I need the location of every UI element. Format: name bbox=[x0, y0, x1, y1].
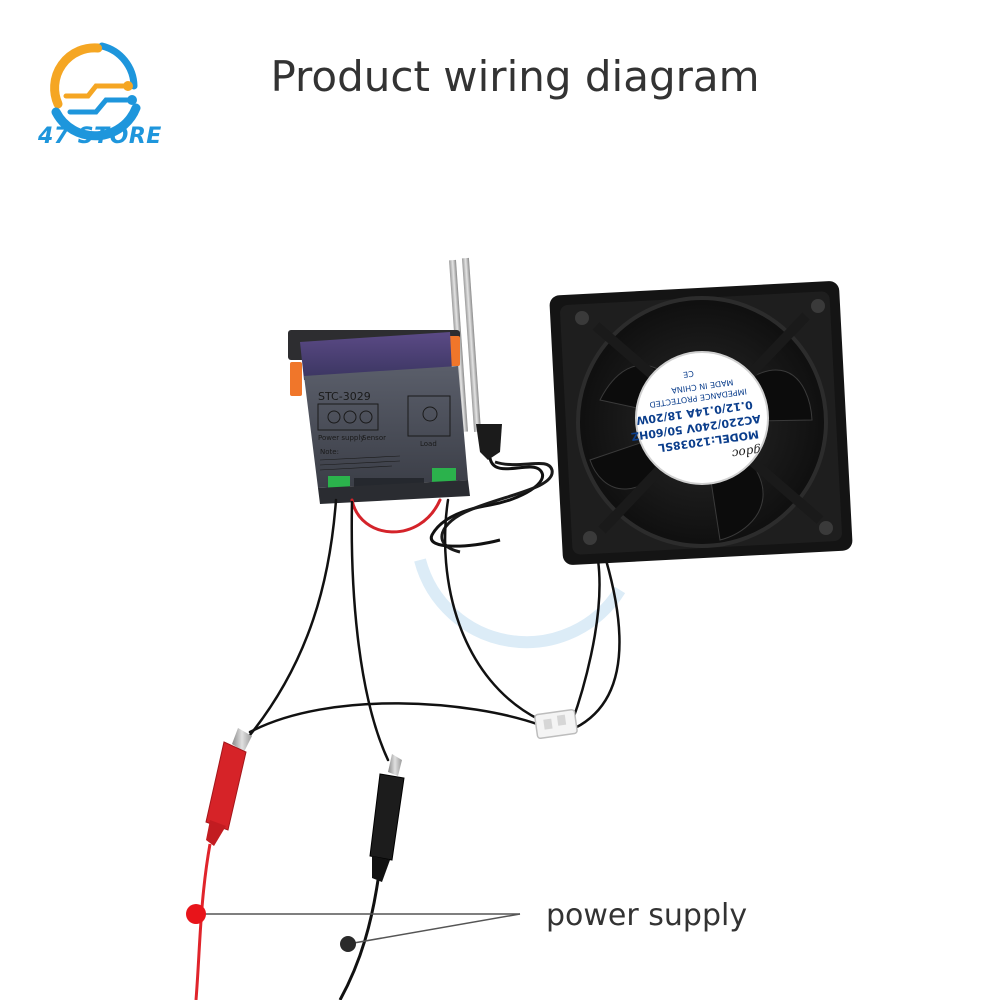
controller-model-label: STC-3029 bbox=[318, 390, 371, 403]
controller-label-load: Load bbox=[420, 440, 437, 448]
power-supply-annotation bbox=[186, 904, 521, 952]
red-alligator-clip bbox=[194, 728, 252, 1000]
controller-label-sensor: Sensor bbox=[362, 434, 386, 442]
page-title: Product wiring diagram bbox=[270, 52, 760, 101]
fan-wire-connector bbox=[534, 708, 578, 740]
power-supply-label: power supply bbox=[546, 898, 748, 933]
store-name: 47 STORE bbox=[38, 124, 162, 149]
store-logo-icon bbox=[50, 42, 141, 141]
controller-wires bbox=[248, 498, 621, 762]
cooling-fan: gdoc MODEL:12038SL AC220/240V 50/60HZ 0.… bbox=[549, 281, 853, 565]
controller-note: Note: bbox=[320, 448, 339, 456]
fan-brand: gdoc bbox=[731, 443, 762, 461]
black-alligator-clip bbox=[338, 754, 405, 1000]
temperature-controller: STC-3029 Power supply Sensor Load Note: bbox=[288, 330, 470, 504]
controller-label-power: Power supply bbox=[318, 434, 364, 442]
positive-marker-dot bbox=[186, 904, 206, 924]
negative-marker-dot bbox=[340, 936, 356, 952]
fan-cert: CE bbox=[683, 369, 695, 379]
watermark-arc bbox=[414, 558, 626, 649]
